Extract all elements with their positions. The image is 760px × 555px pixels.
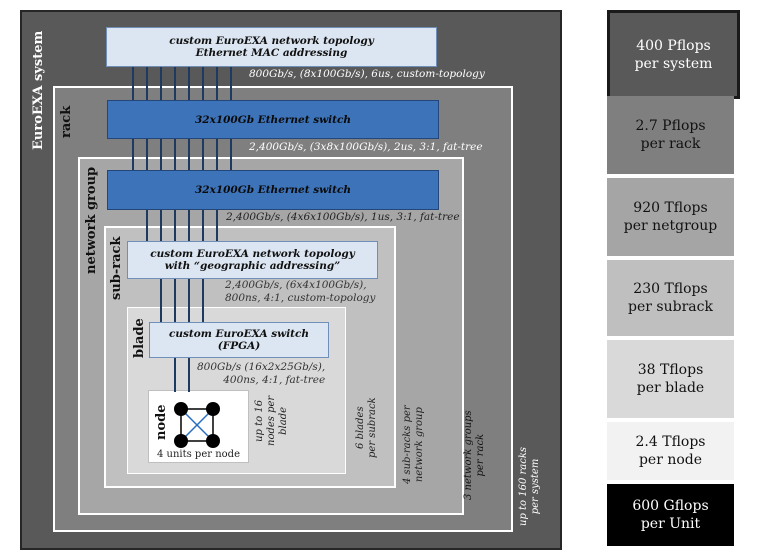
count-racks-line2: per system — [530, 458, 541, 515]
count-nodes-per-blade: up to 16 nodes per blade — [254, 396, 290, 446]
blade-switch-line1: custom EuroEXA switch — [168, 328, 310, 340]
count-blades-line1: 6 blades — [355, 406, 366, 449]
top-topology-box: custom EuroEXA network topology Ethernet… — [106, 27, 437, 67]
link-blade-node: 800Gb/s (16x2x25Gb/s), 400ns, 4:1, fat-t… — [197, 361, 325, 387]
link-blade-node-line2: 400ns, 4:1, fat-tree — [223, 374, 326, 386]
legend-system-unit: per system — [634, 55, 713, 72]
subrack-topology-line2: with “geographic addressing” — [164, 260, 341, 272]
legend-subrack-value: 230 Tflops — [633, 281, 708, 297]
legend-node-unit: per node — [638, 452, 703, 468]
legend-unit-unit: per Unit — [640, 516, 701, 532]
count-subracks-line2: network group — [414, 407, 425, 483]
top-topology-line1: custom EuroEXA network topology — [169, 35, 374, 47]
blade-switch-line2: (FPGA) — [217, 340, 261, 352]
count-groups-line1: 3 network groups — [463, 410, 474, 500]
subrack-topology-box: custom EuroEXA network topology with “ge… — [127, 241, 378, 279]
legend-rack-unit: per rack — [640, 136, 701, 152]
legend-blade-value: 38 Tflops — [637, 362, 704, 378]
legend-subrack-unit: per subrack — [628, 299, 713, 315]
netgroup-switch-box: 32x100Gb Ethernet switch — [107, 170, 439, 210]
node-units-caption: 4 units per node — [156, 449, 240, 460]
blade-switch-box: custom EuroEXA switch (FPGA) — [149, 322, 329, 358]
count-groups-per-rack: 3 network groups per rack — [463, 410, 487, 500]
legend-system: 400 Pflops per system — [607, 10, 740, 99]
legend-system-value: 400 Pflops — [636, 37, 711, 54]
legend-unit: 600 Gflops per Unit — [607, 484, 734, 546]
count-nodes-line3: blade — [278, 406, 289, 435]
rack-switch-label: 32x100Gb Ethernet switch — [194, 113, 352, 126]
rack-switch-box: 32x100Gb Ethernet switch — [107, 100, 439, 139]
netgroup-switch-label: 32x100Gb Ethernet switch — [194, 184, 352, 196]
count-blades-per-subrack: 6 blades per subrack — [355, 397, 379, 458]
legend-node: 2.4 Tflops per node — [607, 422, 734, 480]
count-racks-line1: up to 160 racks — [518, 446, 529, 526]
legend-subrack: 230 Tflops per subrack — [607, 260, 734, 336]
legend-rack: 2.7 Pflops per rack — [607, 96, 734, 174]
top-topology-line2: Ethernet MAC addressing — [195, 47, 348, 59]
link-rack-netgroup: 2,400Gb/s, (3x8x100Gb/s), 2us, 3:1, fat-… — [249, 141, 483, 153]
link-subrack-blade: 2,400Gb/s, (6x4x100Gb/s), 800ns, 4:1, cu… — [225, 279, 375, 305]
legend-netgroup: 920 Tflops per netgroup — [607, 178, 734, 256]
link-blade-node-line1: 800Gb/s (16x2x25Gb/s), — [197, 361, 326, 373]
link-subrack-blade-line2: 800ns, 4:1, custom-topology — [225, 292, 376, 304]
legend-blade-unit: per blade — [636, 380, 705, 396]
link-netgroup-subrack: 2,400Gb/s, (4x6x100Gb/s), 1us, 3:1, fat-… — [226, 211, 460, 223]
legend-netgroup-value: 920 Tflops — [633, 200, 708, 216]
count-racks-per-system: up to 160 racks per system — [518, 447, 542, 526]
subrack-topology-line1: custom EuroEXA network topology — [150, 248, 355, 260]
count-groups-line2: per rack — [475, 433, 486, 477]
legend-rack-value: 2.7 Pflops — [635, 118, 706, 134]
count-nodes-line1: up to 16 — [254, 399, 265, 442]
link-system-rack: 800Gb/s, (8x100Gb/s), 6us, custom-topolo… — [249, 68, 485, 80]
legend-netgroup-unit: per netgroup — [623, 218, 718, 234]
count-blades-line2: per subrack — [367, 397, 378, 458]
legend-blade: 38 Tflops per blade — [607, 340, 734, 418]
legend-unit-value: 600 Gflops — [632, 498, 709, 514]
count-nodes-line2: nodes per — [266, 395, 277, 446]
legend-node-value: 2.4 Tflops — [635, 434, 706, 450]
count-subracks-line1: 4 sub-racks per — [402, 405, 413, 484]
link-subrack-blade-line1: 2,400Gb/s, (6x4x100Gb/s), — [225, 279, 367, 291]
count-subracks-per-group: 4 sub-racks per network group — [402, 405, 426, 484]
